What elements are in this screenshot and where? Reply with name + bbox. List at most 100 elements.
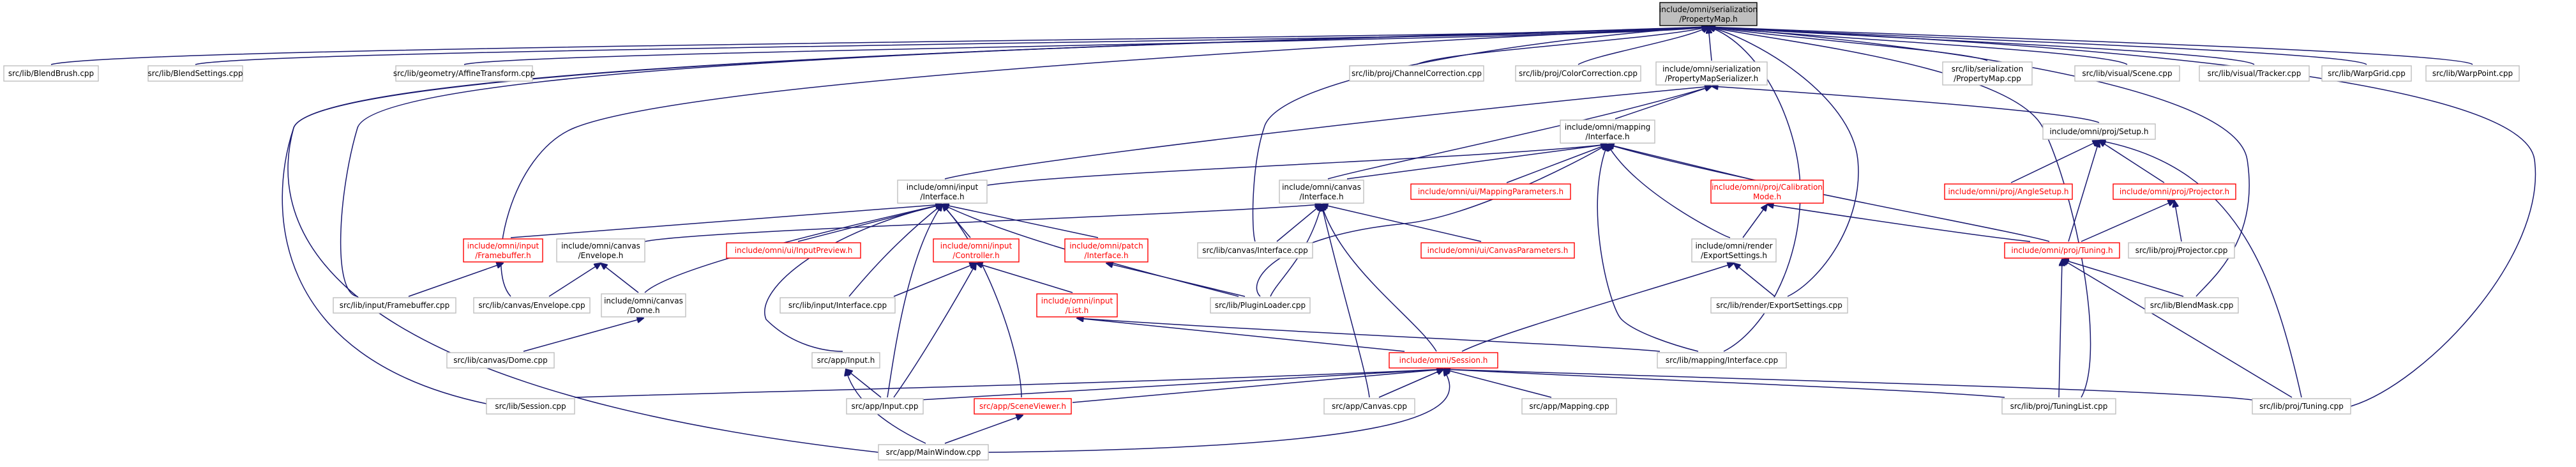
- node-label: src/app/Canvas.cpp: [1332, 402, 1407, 411]
- dependency-edge: [944, 415, 1023, 444]
- dependency-edge: [1608, 144, 1750, 180]
- node-input-interface-h[interactable]: include/omni/input /Interface.h: [897, 180, 988, 204]
- dependency-edge: [574, 369, 1443, 398]
- dependency-edge: [1378, 369, 1443, 398]
- node-mapping-interface-h[interactable]: include/omni/mapping /Interface.h: [1560, 119, 1655, 144]
- node-serialization-propertymap-cpp[interactable]: src/lib/serialization /PropertyMap.cpp: [1942, 61, 2033, 86]
- dependency-arrow: [500, 27, 1708, 297]
- dependency-edge: [2062, 259, 2293, 398]
- node-affinetransform-cpp[interactable]: src/lib/geometry/AffineTransform.cpp: [393, 65, 535, 82]
- dependency-edge: [2068, 141, 2099, 242]
- dependency-edge: [1734, 263, 1775, 297]
- node-app-sceneviewer-h[interactable]: src/app/SceneViewer.h: [974, 398, 1072, 415]
- node-label-line1: include/omni/canvas: [604, 296, 683, 305]
- dependency-arrow: [942, 204, 1022, 398]
- node-app-input-cpp[interactable]: src/app/Input.cpp: [846, 398, 924, 415]
- node-canvas-interface-cpp[interactable]: src/lib/canvas/Interface.cpp: [1197, 242, 1313, 259]
- node-mapping-interface-cpp[interactable]: src/lib/mapping/Interface.cpp: [1657, 352, 1787, 369]
- node-canvas-dome-h[interactable]: include/omni/canvas /Dome.h: [601, 293, 686, 318]
- dependency-edge: [1106, 263, 1246, 297]
- dependency-edge: [1615, 86, 1712, 119]
- dependency-edge: [548, 263, 601, 297]
- dependency-arrow: [2058, 259, 2062, 398]
- node-session-cpp[interactable]: src/lib/Session.cpp: [486, 398, 575, 415]
- node-proj-tuning-cpp[interactable]: src/lib/proj/Tuning.cpp: [2252, 398, 2351, 415]
- dependency-edge: [601, 263, 639, 293]
- dependency-arrow: [1077, 318, 1661, 352]
- dependency-arrow: [1322, 204, 1370, 398]
- node-warpgrid-cpp[interactable]: src/lib/WarpGrid.cpp: [2321, 65, 2412, 82]
- dependency-edge: [500, 27, 1708, 297]
- dependency-edge: [1443, 369, 2005, 398]
- node-projector-h[interactable]: include/omni/proj/Projector.h: [2113, 183, 2236, 200]
- node-blendbrush-cpp[interactable]: src/lib/BlendBrush.cpp: [3, 65, 99, 82]
- dependency-edge: [1443, 369, 1552, 398]
- dependency-edge: [644, 204, 1322, 242]
- dependency-edge: [1578, 27, 1708, 65]
- node-app-mainwindow-cpp[interactable]: src/app/MainWindow.cpp: [878, 444, 989, 461]
- node-input-framebuffer-h[interactable]: include/omni/input /Framebuffer.h: [463, 238, 543, 263]
- node-propertymap-h[interactable]: include/omni/serialization /PropertyMap.…: [1659, 2, 1758, 26]
- node-canvas-interface-h[interactable]: include/omni/canvas /Interface.h: [1279, 180, 1364, 204]
- dependency-arrow: [893, 263, 976, 297]
- node-visual-tracker-cpp[interactable]: src/lib/visual/Tracker.cpp: [2199, 65, 2310, 82]
- node-propertymapserializer-h[interactable]: include/omni/serialization /PropertyMapS…: [1655, 61, 1768, 86]
- node-session-h[interactable]: include/omni/Session.h: [1389, 352, 1498, 369]
- dependency-arrow: [1608, 144, 2050, 242]
- node-label-line1: include/omni/input: [907, 183, 979, 192]
- node-input-controller-h[interactable]: include/omni/input /Controller.h: [933, 238, 1020, 263]
- dependency-edge: [1322, 204, 1370, 398]
- node-canvasparameters-h[interactable]: include/omni/ui/CanvasParameters.h: [1420, 242, 1575, 259]
- node-label-line2: /Envelope.h: [578, 251, 624, 260]
- node-canvas-dome-cpp[interactable]: src/lib/canvas/Dome.cpp: [446, 352, 555, 369]
- dependency-edge: [523, 318, 644, 352]
- node-input-framebuffer-cpp[interactable]: src/lib/input/Framebuffer.cpp: [333, 297, 456, 314]
- dependency-edges: [50, 27, 2536, 453]
- node-label: src/lib/BlendSettings.cpp: [148, 69, 243, 78]
- node-patch-interface-h[interactable]: include/omni/patch /Interface.h: [1064, 238, 1149, 263]
- node-label-line2: /List.h: [1066, 306, 1088, 315]
- node-pluginloader-cpp[interactable]: src/lib/PluginLoader.cpp: [1210, 297, 1311, 314]
- node-calibrationmode-h[interactable]: include/omni/proj/Calibration Mode.h: [1710, 180, 1824, 204]
- dependency-edge: [1597, 144, 1699, 352]
- dependency-edge: [1346, 144, 1608, 180]
- node-proj-projector-cpp[interactable]: src/lib/proj/Projector.cpp: [2128, 242, 2235, 259]
- node-label-line2: /Interface.h: [1585, 132, 1629, 141]
- node-label: include/omni/Session.h: [1399, 356, 1488, 365]
- node-visual-scene-cpp[interactable]: src/lib/visual/Scene.cpp: [2074, 65, 2180, 82]
- node-input-list-h[interactable]: include/omni/input /List.h: [1036, 293, 1118, 318]
- dependency-arrow: [2174, 201, 2182, 242]
- node-app-input-h[interactable]: src/app/Input.h: [811, 352, 880, 369]
- node-label-line1: include/omni/render: [1695, 241, 1772, 250]
- node-label-line1: src/lib/serialization: [1952, 65, 2023, 73]
- node-canvas-envelope-h[interactable]: include/omni/canvas /Envelope.h: [556, 238, 645, 263]
- node-warppoint-cpp[interactable]: src/lib/WarpPoint.cpp: [2425, 65, 2520, 82]
- node-inputpreview-h[interactable]: include/omni/ui/InputPreview.h: [726, 242, 861, 259]
- dependency-edge: [1767, 204, 2031, 242]
- dependency-arrow: [644, 204, 1322, 242]
- node-mappingparameters-h[interactable]: include/omni/ui/MappingParameters.h: [1410, 183, 1571, 200]
- node-render-exportsettings-cpp[interactable]: src/lib/render/ExportSettings.cpp: [1710, 297, 1848, 314]
- node-blendsettings-cpp[interactable]: src/lib/BlendSettings.cpp: [147, 65, 243, 82]
- dependency-arrow: [282, 27, 1708, 404]
- dependency-edge: [1072, 369, 1443, 403]
- dependency-arrow: [893, 263, 976, 398]
- node-label-line1: include/omni/serialization: [1659, 5, 1758, 14]
- node-render-exportsettings-h[interactable]: include/omni/render /ExportSettings.h: [1691, 238, 1777, 263]
- node-proj-tuninglist-cpp[interactable]: src/lib/proj/TuningList.cpp: [2001, 398, 2116, 415]
- node-label: src/lib/geometry/AffineTransform.cpp: [393, 69, 535, 78]
- node-app-canvas-cpp[interactable]: src/app/Canvas.cpp: [1323, 398, 1415, 415]
- node-blendmask-cpp[interactable]: src/lib/BlendMask.cpp: [2144, 297, 2239, 314]
- node-input-interface-cpp[interactable]: src/lib/input/Interface.cpp: [780, 297, 896, 314]
- node-anglesetup-h[interactable]: include/omni/proj/AngleSetup.h: [1944, 183, 2073, 200]
- node-canvas-envelope-cpp[interactable]: src/lib/canvas/Envelope.cpp: [473, 297, 591, 314]
- node-colorcorrection-cpp[interactable]: src/lib/proj/ColorCorrection.cpp: [1515, 65, 1641, 82]
- node-proj-setup-h[interactable]: include/omni/proj/Setup.h: [2042, 123, 2156, 140]
- node-proj-tuning-h[interactable]: include/omni/proj/Tuning.h: [2004, 242, 2120, 259]
- node-label-line2: /Interface.h: [1299, 192, 1343, 201]
- node-app-mapping-cpp[interactable]: src/app/Mapping.cpp: [1521, 398, 1617, 415]
- dependency-arrow: [942, 204, 1099, 238]
- dependency-arrow: [1252, 27, 1708, 242]
- node-channelcorrection-cpp[interactable]: src/lib/proj/ChannelCorrection.cpp: [1349, 65, 1484, 82]
